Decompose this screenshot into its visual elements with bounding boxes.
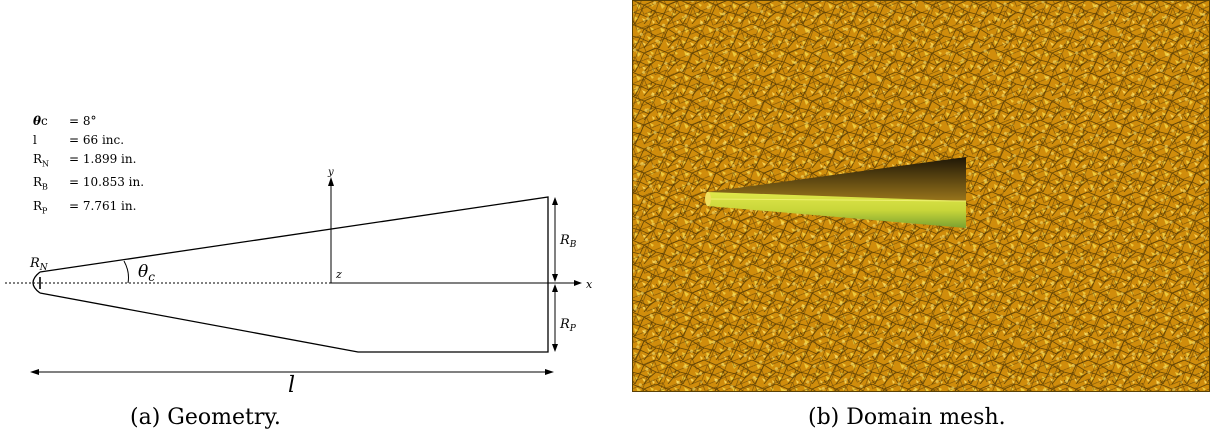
param-theta: θc = 8° [33, 114, 97, 128]
z-axis-label: z [335, 268, 342, 281]
rb-label: RB [559, 233, 577, 250]
caption-b: (b) Domain mesh. [808, 405, 1006, 430]
body-upper-line [39, 196, 549, 353]
cone-nose [705, 192, 711, 206]
param-rp: RP = 7.761 in. [33, 198, 137, 216]
cone-upper-surface [707, 157, 966, 206]
geometry-diagram: x y z RN θc RB RP l [5, 167, 593, 398]
cone-angle-arc [123, 260, 129, 284]
y-axis-label: y [327, 167, 334, 178]
param-length: l = 66 inc. [33, 133, 125, 147]
cone-angle-label: θc [138, 262, 155, 284]
x-axis-label: x [586, 278, 593, 291]
length-label: l [288, 373, 295, 398]
mesh-image [632, 0, 1210, 392]
param-rn: RN = 1.899 in. [33, 152, 137, 169]
x-axis-arrow [574, 280, 582, 286]
param-rb: RB = 10.853 in. [33, 175, 145, 192]
nose-radius-label: RN [29, 256, 49, 273]
caption-a: (a) Geometry. [130, 405, 281, 430]
rp-label: RP [559, 317, 577, 334]
y-axis-arrow [328, 177, 334, 186]
parameter-list: θc = 8° l = 66 inc. RN = 1.899 in. RB = … [33, 112, 144, 220]
nose-arc [32, 271, 41, 294]
